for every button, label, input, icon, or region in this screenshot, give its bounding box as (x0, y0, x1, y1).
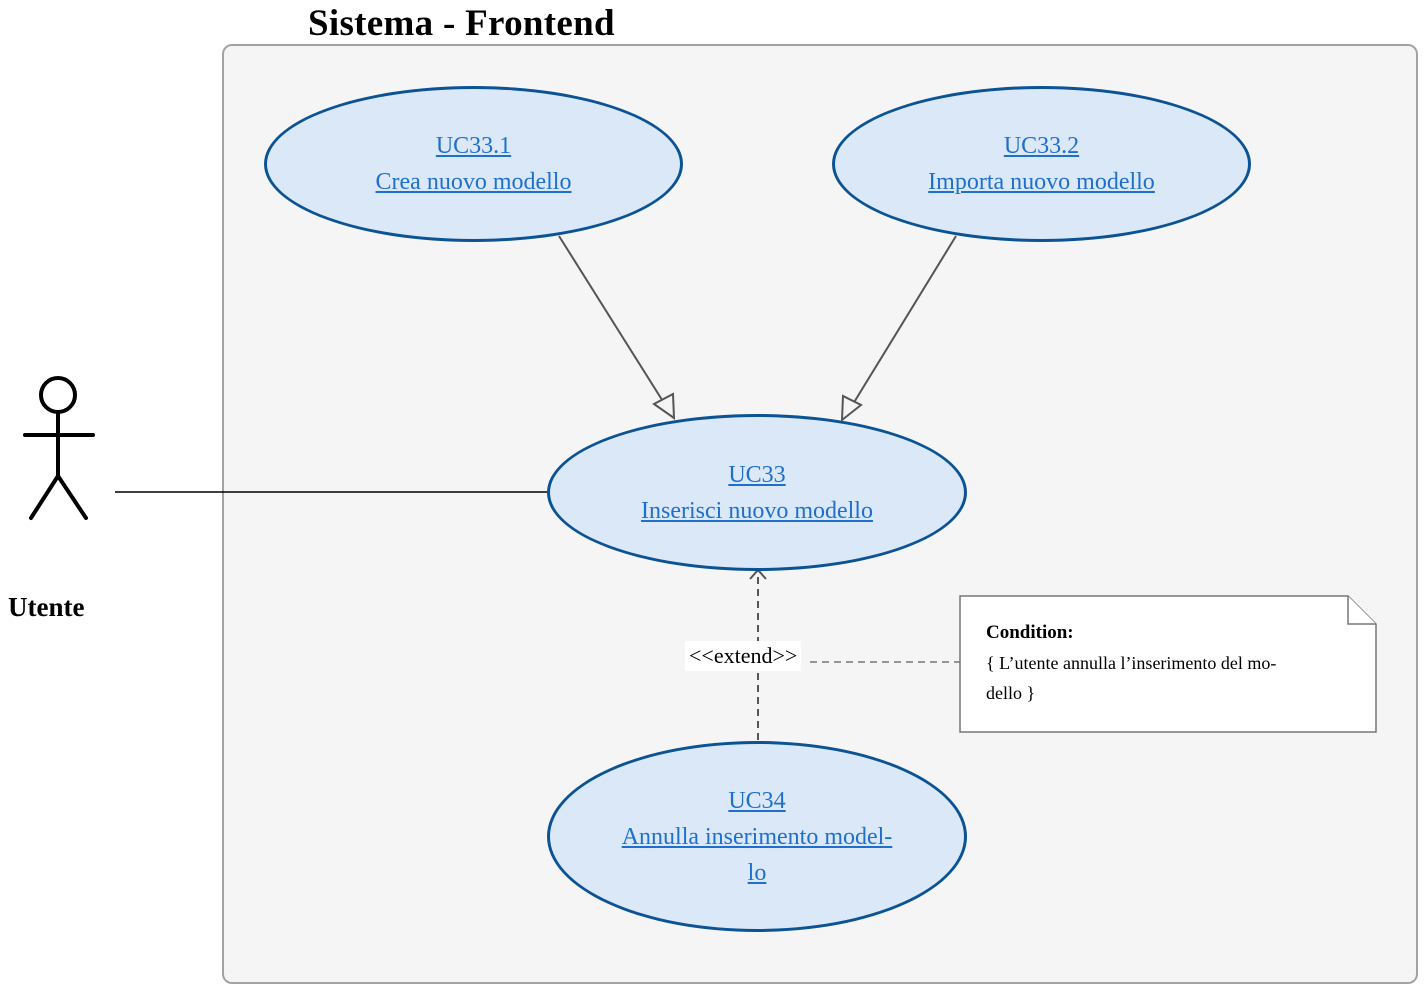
system-title: Sistema - Frontend (308, 3, 615, 44)
actor-label: Utente (8, 592, 85, 622)
extend-label: <<extend>> (685, 641, 802, 671)
usecase-uc33-1[interactable]: UC33.1 Crea nuovo modello (264, 86, 683, 242)
usecase-uc33-1-name[interactable]: Crea nuovo modello (375, 169, 572, 195)
note-title: Condition: (986, 622, 1074, 643)
note-line-2: dello } (986, 683, 1036, 703)
usecase-uc34-id[interactable]: UC34 (728, 787, 786, 814)
generalization-uc33-2 (840, 235, 957, 423)
usecase-uc34-name-line1[interactable]: Annulla inserimento model- (621, 823, 893, 850)
usecase-uc33-2[interactable]: UC33.2 Importa nuovo modello (832, 86, 1251, 242)
usecase-uc33-2-name[interactable]: Importa nuovo modello (928, 169, 1155, 195)
usecase-uc33-1-id[interactable]: UC33.1 (435, 133, 512, 159)
usecase-uc33[interactable]: UC33 Inserisci nuovo modello (547, 414, 967, 571)
note-line-1: { L’utente annulla l’inserimento del mo- (986, 653, 1277, 673)
usecase-uc34[interactable]: UC34 Annulla inserimento model- lo (547, 741, 967, 932)
usecase-uc33-id[interactable]: UC33 (728, 461, 786, 488)
usecase-uc34-name-line2[interactable]: lo (747, 859, 767, 886)
usecase-uc33-2-id[interactable]: UC33.2 (1003, 133, 1080, 159)
note-text: Condition: { L’utente annulla l’inserime… (986, 618, 1356, 708)
generalization-uc33-1 (558, 235, 676, 420)
usecase-uc33-name[interactable]: Inserisci nuovo modello (641, 497, 873, 524)
condition-note (959, 595, 1377, 733)
actor-icon (23, 376, 95, 520)
